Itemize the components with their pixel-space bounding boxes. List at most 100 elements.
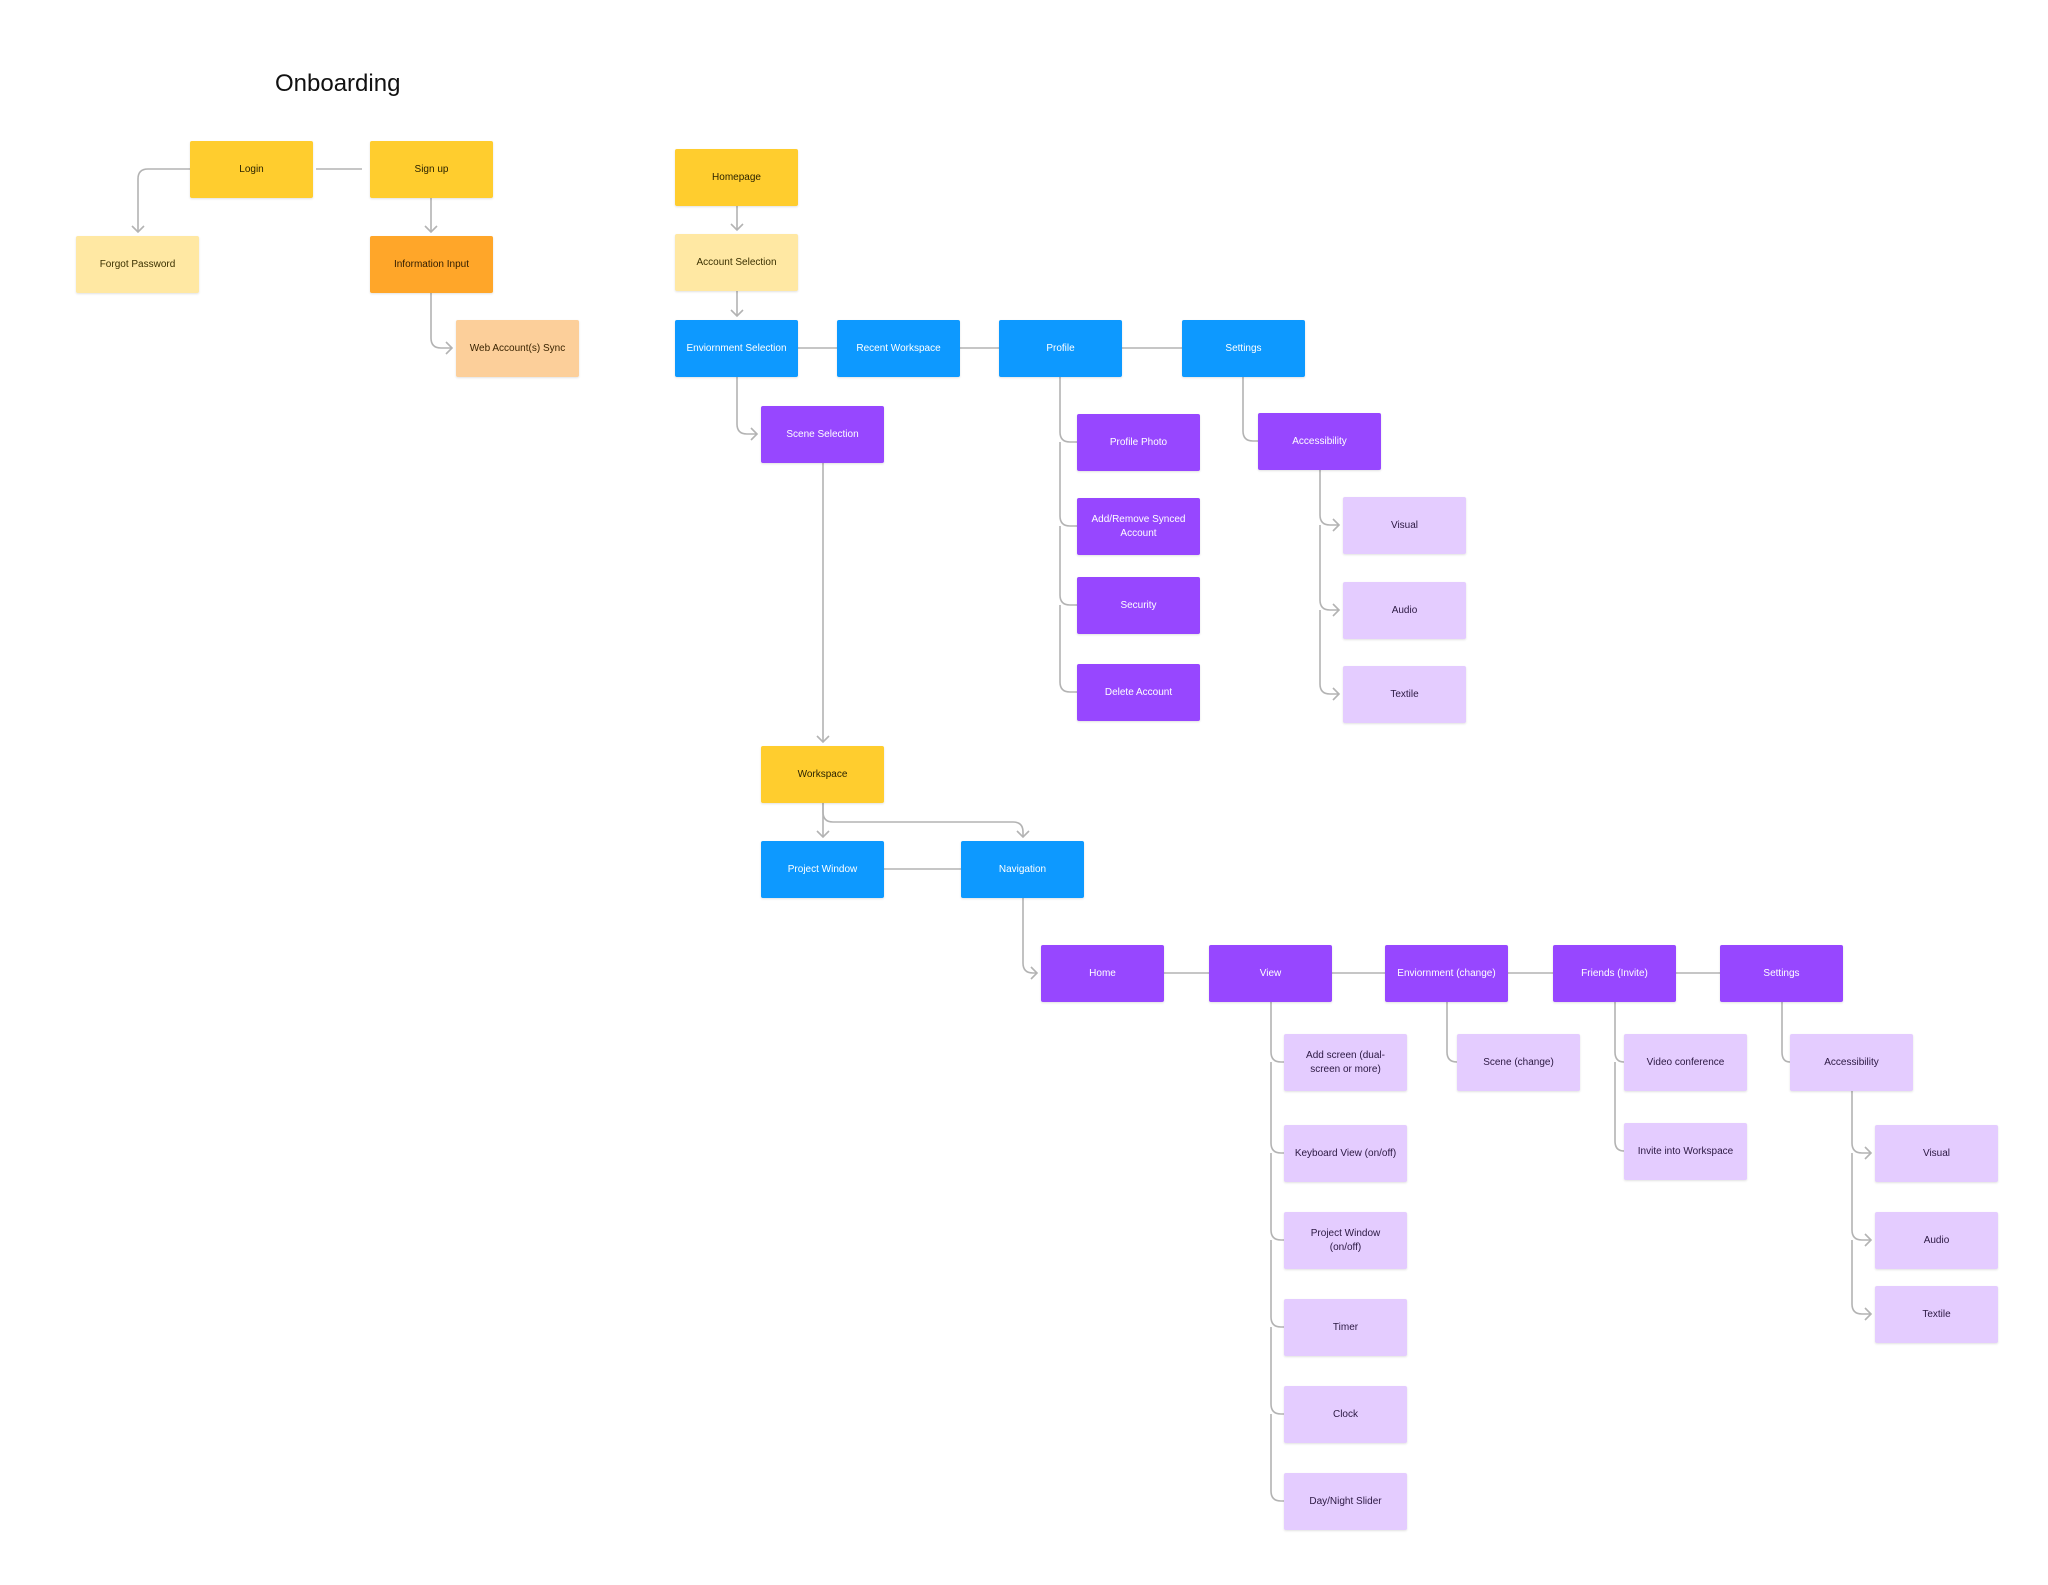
- connector-line: [822, 803, 1024, 837]
- diagram-title: Onboarding: [275, 70, 401, 97]
- arrow-head-icon: [424, 225, 438, 234]
- node-project-window[interactable]: Project Window: [761, 841, 884, 898]
- arrow-head-icon: [131, 225, 145, 234]
- node-login-label: Login: [239, 163, 264, 175]
- node-settings-bottom-label: Settings: [1763, 967, 1800, 979]
- node-account-selection-label: Account Selection: [696, 256, 777, 268]
- node-timer[interactable]: Timer: [1284, 1299, 1407, 1356]
- node-accessibility-bottom[interactable]: Accessibility: [1790, 1034, 1913, 1091]
- node-signup-label: Sign up: [414, 163, 449, 175]
- node-delete-account-label: Delete Account: [1104, 686, 1173, 698]
- node-textile-bottom-label: Textile: [1922, 1308, 1951, 1320]
- node-environment-selection[interactable]: Enviornment Selection: [675, 320, 798, 377]
- arrow-head-icon: [750, 427, 759, 441]
- connector-line: [1319, 470, 1339, 526]
- node-homepage[interactable]: Homepage: [675, 149, 798, 206]
- node-audio-bottom-label: Audio: [1923, 1234, 1950, 1246]
- node-scene-selection-label: Scene Selection: [786, 428, 859, 440]
- node-textile-top-label: Textile: [1390, 688, 1419, 700]
- node-video-conference-label: Video conference: [1646, 1056, 1725, 1068]
- node-home[interactable]: Home: [1041, 945, 1164, 1002]
- connector-line: [1059, 526, 1077, 606]
- node-delete-account[interactable]: Delete Account: [1077, 664, 1200, 721]
- connector-line: [1059, 605, 1077, 693]
- node-environment-change-label: Enviornment (change): [1397, 967, 1496, 979]
- connector-line: [1781, 1002, 1791, 1063]
- node-profile-photo-label: Profile Photo: [1109, 436, 1168, 448]
- node-web-account-sync[interactable]: Web Account(s) Sync: [456, 320, 579, 377]
- node-clock-label: Clock: [1332, 1408, 1358, 1420]
- node-accessibility-top[interactable]: Accessibility: [1258, 413, 1381, 470]
- node-clock[interactable]: Clock: [1284, 1386, 1407, 1443]
- connector-line: [1270, 1327, 1284, 1415]
- node-login[interactable]: Login: [190, 141, 313, 198]
- node-settings-top[interactable]: Settings: [1182, 320, 1305, 377]
- connector-line: [430, 293, 452, 349]
- node-audio-top[interactable]: Audio: [1343, 582, 1466, 639]
- node-keyboard-view-label: Keyboard View (on/off): [1294, 1147, 1397, 1159]
- node-workspace[interactable]: Workspace: [761, 746, 884, 803]
- arrow-head-icon: [1864, 1233, 1873, 1247]
- node-textile-bottom[interactable]: Textile: [1875, 1286, 1998, 1343]
- node-security[interactable]: Security: [1077, 577, 1200, 634]
- connector-line: [1242, 377, 1258, 442]
- node-forgot-password[interactable]: Forgot Password: [76, 236, 199, 293]
- node-project-window-toggle-label: Project Window (on/off): [1310, 1228, 1381, 1253]
- node-invite-into-workspace-label: Invite into Workspace: [1637, 1145, 1734, 1157]
- arrow-head-icon: [730, 223, 744, 232]
- node-signup[interactable]: Sign up: [370, 141, 493, 198]
- connector-line: [1319, 525, 1339, 611]
- node-forgot-password-label: Forgot Password: [99, 258, 176, 270]
- node-profile[interactable]: Profile: [999, 320, 1122, 377]
- node-project-window-label: Project Window: [787, 863, 858, 875]
- arrow-head-icon: [1864, 1146, 1873, 1160]
- node-home-label: Home: [1089, 967, 1116, 979]
- connector-line: [1022, 898, 1037, 974]
- node-workspace-label: Workspace: [797, 768, 848, 780]
- arrow-head-icon: [730, 309, 744, 318]
- node-visual-bottom[interactable]: Visual: [1875, 1125, 1998, 1182]
- arrow-head-icon: [816, 830, 830, 839]
- node-day-night-slider[interactable]: Day/Night Slider: [1284, 1473, 1407, 1530]
- connector-line: [1059, 377, 1077, 443]
- connector-line: [1270, 1414, 1284, 1502]
- node-add-remove-synced-account-label: Add/Remove Synced Account: [1091, 514, 1186, 539]
- arrow-head-icon: [1332, 687, 1341, 701]
- node-navigation[interactable]: Navigation: [961, 841, 1084, 898]
- node-invite-into-workspace[interactable]: Invite into Workspace: [1624, 1123, 1747, 1180]
- node-scene-change[interactable]: Scene (change): [1457, 1034, 1580, 1091]
- connector-line: [736, 377, 757, 435]
- connector-line: [1851, 1091, 1871, 1154]
- connector-line: [1270, 1240, 1284, 1328]
- node-view[interactable]: View: [1209, 945, 1332, 1002]
- node-textile-top[interactable]: Textile: [1343, 666, 1466, 723]
- node-timer-label: Timer: [1332, 1321, 1359, 1333]
- node-information-input-label: Information Input: [393, 258, 470, 270]
- node-information-input[interactable]: Information Input: [370, 236, 493, 293]
- connector-line: [1270, 1062, 1284, 1154]
- node-audio-bottom[interactable]: Audio: [1875, 1212, 1998, 1269]
- connector-line: [1851, 1153, 1871, 1241]
- node-recent-workspace[interactable]: Recent Workspace: [837, 320, 960, 377]
- node-keyboard-view[interactable]: Keyboard View (on/off): [1284, 1125, 1407, 1182]
- connector-line: [137, 168, 190, 232]
- node-profile-photo[interactable]: Profile Photo: [1077, 414, 1200, 471]
- node-settings-bottom[interactable]: Settings: [1720, 945, 1843, 1002]
- node-account-selection[interactable]: Account Selection: [675, 234, 798, 291]
- node-add-remove-synced-account[interactable]: Add/Remove Synced Account: [1077, 498, 1200, 555]
- node-day-night-slider-label: Day/Night Slider: [1309, 1495, 1382, 1507]
- node-project-window-toggle[interactable]: Project Window (on/off): [1284, 1212, 1407, 1269]
- connector-line: [1446, 1002, 1458, 1063]
- arrow-head-icon: [1332, 518, 1341, 532]
- node-recent-workspace-label: Recent Workspace: [856, 342, 941, 354]
- node-environment-change[interactable]: Enviornment (change): [1385, 945, 1508, 1002]
- node-add-screen[interactable]: Add screen (dual-screen or more): [1284, 1034, 1407, 1091]
- node-video-conference[interactable]: Video conference: [1624, 1034, 1747, 1091]
- node-profile-label: Profile: [1046, 342, 1075, 354]
- connector-line: [1270, 1153, 1284, 1241]
- connector-line: [1851, 1240, 1871, 1315]
- node-friends-invite[interactable]: Friends (Invite): [1553, 945, 1676, 1002]
- node-visual-top[interactable]: Visual: [1343, 497, 1466, 554]
- node-scene-selection[interactable]: Scene Selection: [761, 406, 884, 463]
